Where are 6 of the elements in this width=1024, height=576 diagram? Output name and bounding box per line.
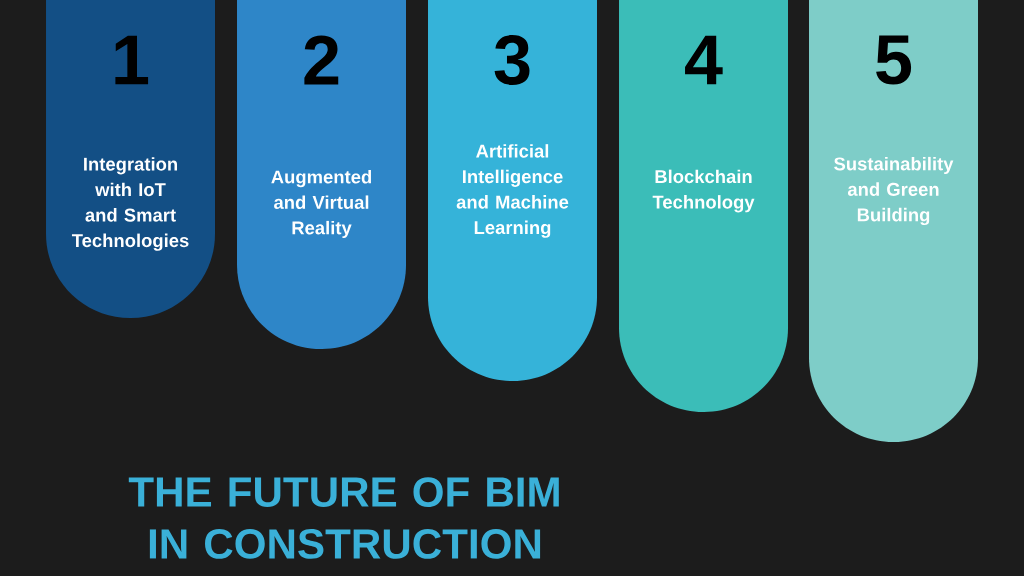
title: THE FUTURE OF BIM IN CONSTRUCTION	[128, 477, 559, 559]
pill-card: 3 Artificial Intelligence and Machine Learning	[428, 0, 597, 381]
pill-card: 1 Integration with IoT and Smart Technologies	[46, 0, 215, 318]
pill-card: 2 Augmented and Virtual Reality	[237, 0, 406, 349]
pill-card: 5 Sustainability and Green Building	[809, 0, 978, 442]
pill-card: 4 Blockchain Technology	[619, 0, 788, 412]
